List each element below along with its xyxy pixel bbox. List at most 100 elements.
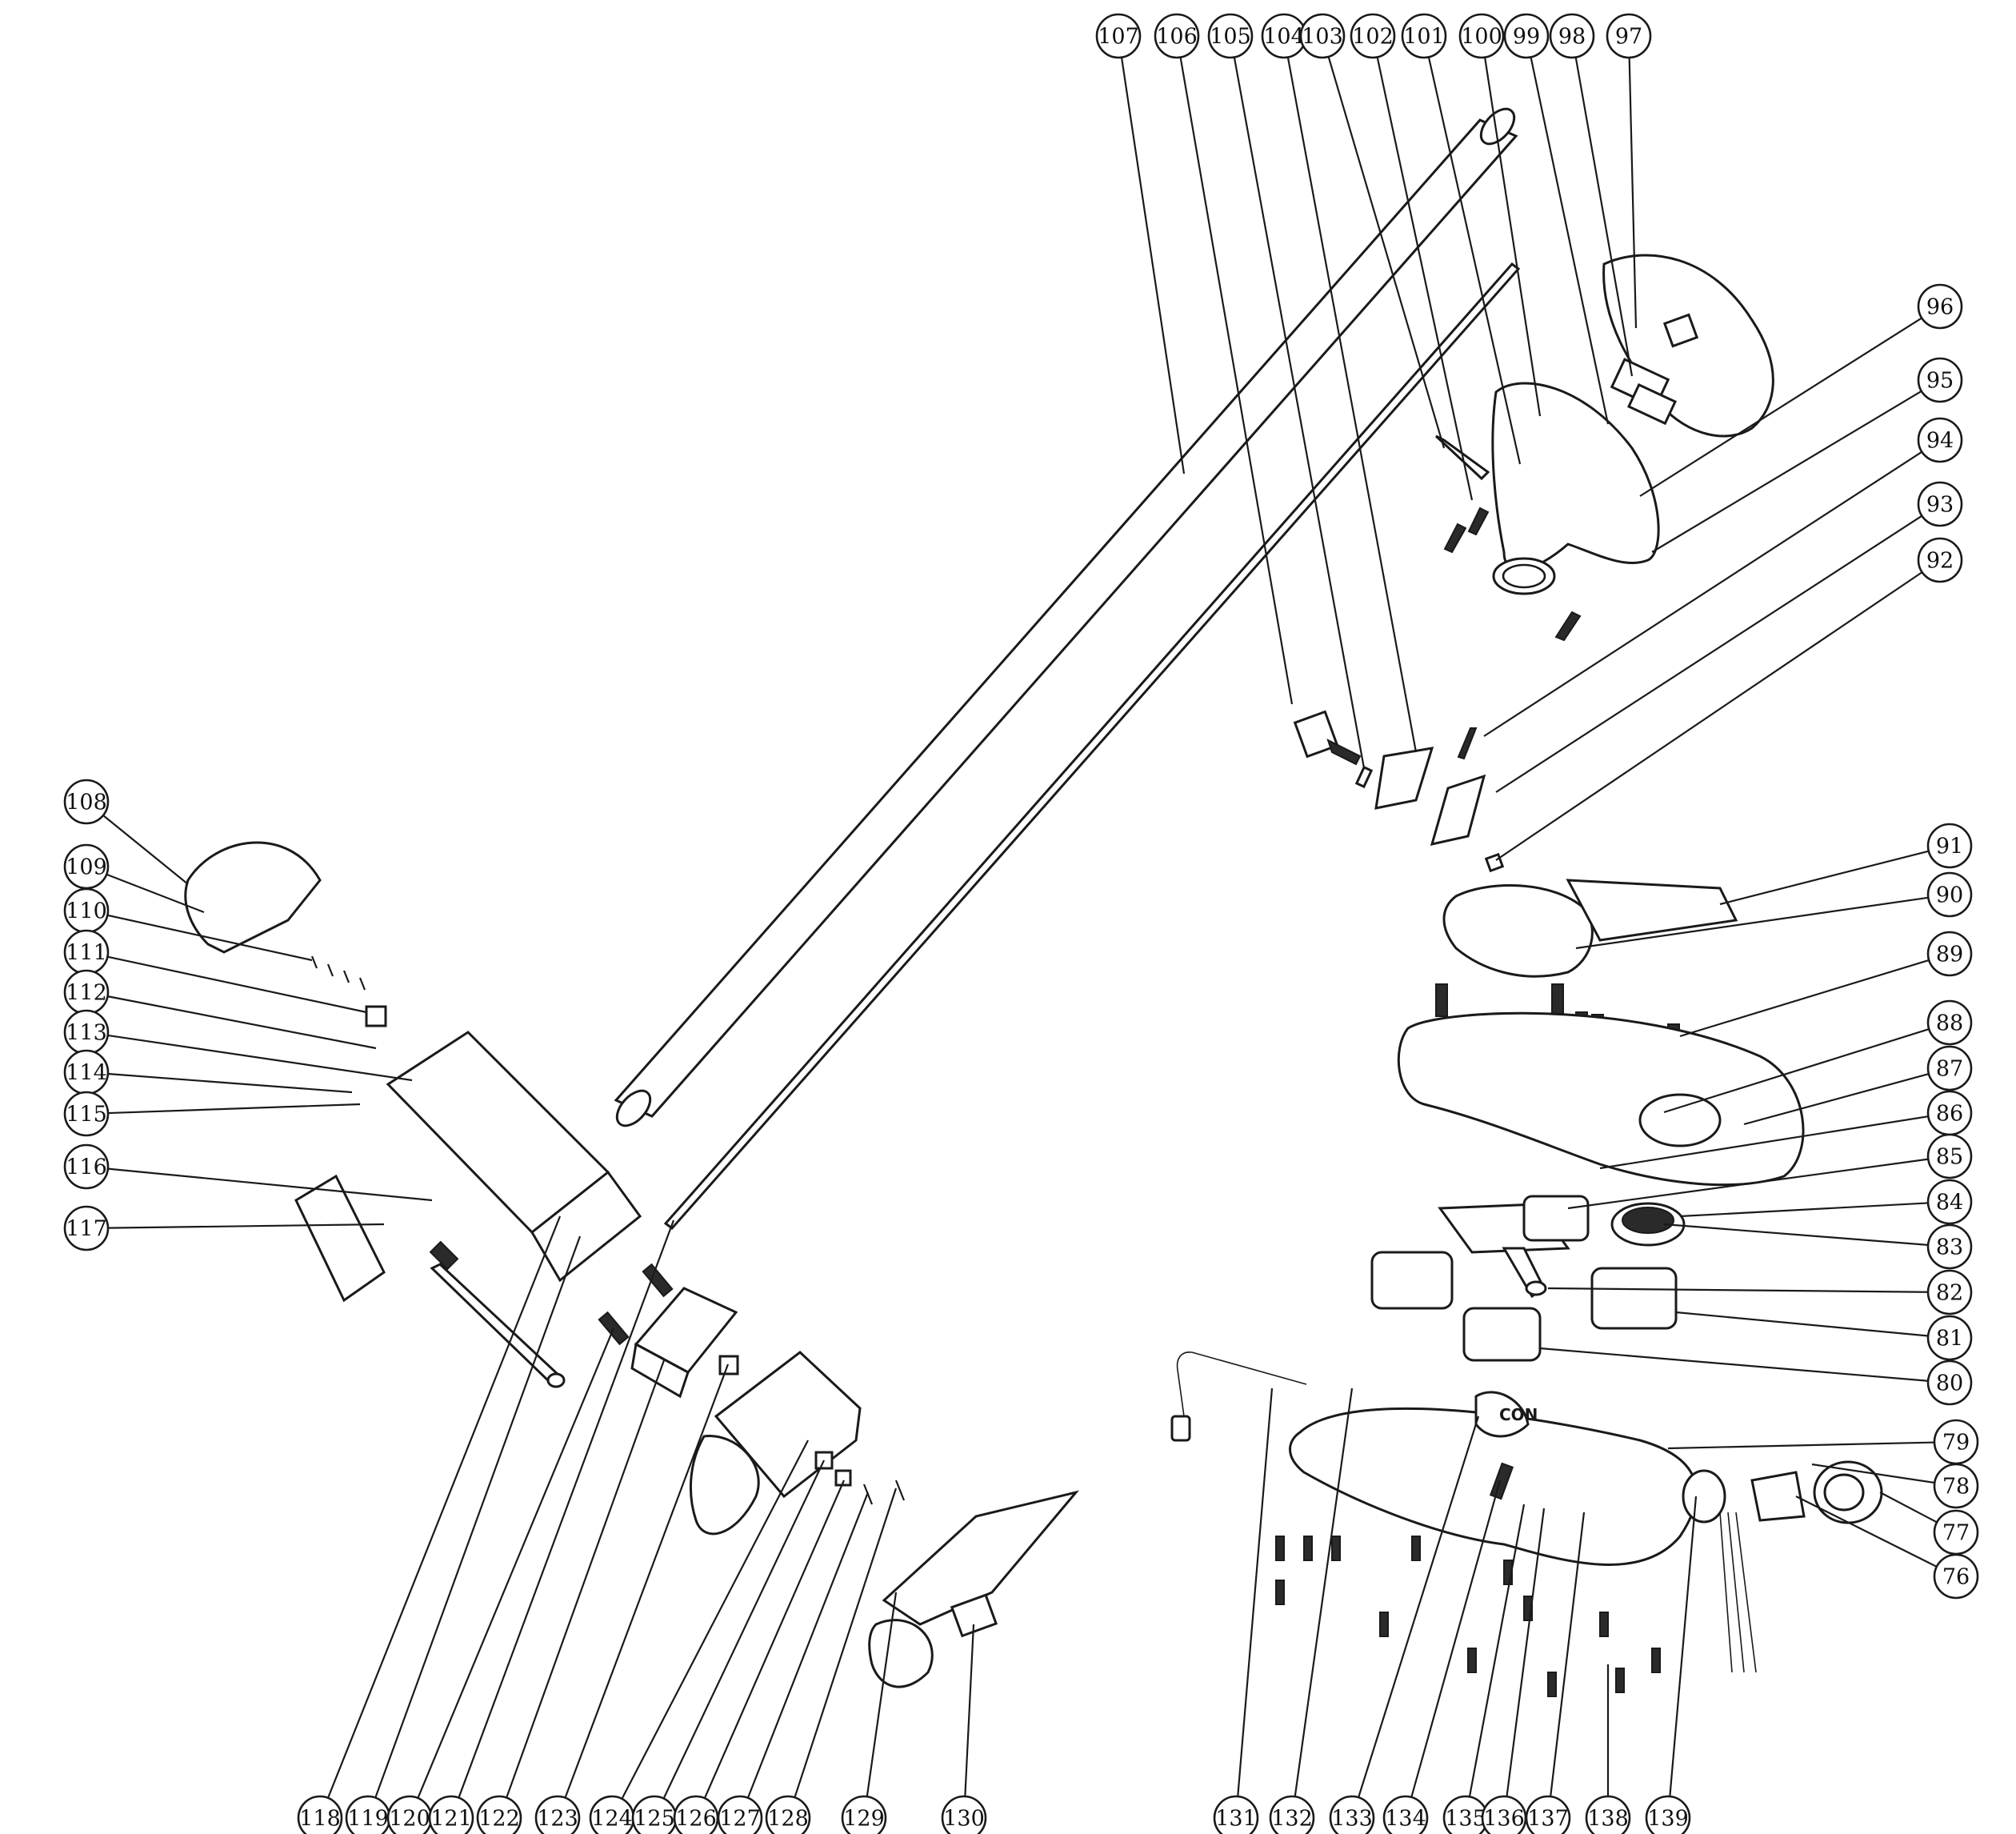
callout-circle-76 — [1933, 1553, 1979, 1600]
callout-124: 124 — [589, 1795, 635, 1834]
callout-label-103: 103 — [1302, 25, 1343, 50]
leader-line-131 — [1237, 1388, 1274, 1797]
part-84-battery-box — [1438, 1195, 1590, 1254]
leader-lines-layer — [102, 56, 1938, 1800]
callout-circle-131 — [1213, 1795, 1259, 1834]
leader-line-118 — [326, 1215, 562, 1799]
callout-circle-134 — [1382, 1795, 1429, 1834]
callout-circle-91 — [1926, 823, 1973, 869]
leader-line-113 — [107, 1034, 413, 1082]
part-81-motor-boxes — [1370, 1251, 1678, 1362]
callout-label-81: 81 — [1936, 1327, 1963, 1351]
part-110-pins — [310, 955, 366, 991]
callout-circle-123 — [534, 1795, 581, 1834]
leader-line-107 — [1120, 57, 1186, 475]
callout-label-134: 134 — [1385, 1807, 1426, 1832]
callout-118: 118 — [297, 1795, 343, 1834]
callout-label-96: 96 — [1926, 295, 1954, 320]
callout-label-106: 106 — [1156, 25, 1198, 50]
part-126-spacer — [834, 1469, 852, 1487]
leader-line-92 — [1495, 571, 1923, 861]
callout-label-129: 129 — [843, 1807, 885, 1832]
callout-circle-85 — [1926, 1133, 1973, 1179]
callout-label-111: 111 — [66, 941, 107, 966]
callout-101: 101 — [1401, 13, 1447, 59]
callout-label-108: 108 — [66, 791, 107, 815]
leader-line-129 — [866, 1592, 898, 1797]
leader-line-137 — [1550, 1512, 1586, 1797]
callout-circle-98 — [1549, 13, 1595, 59]
leader-line-126 — [703, 1480, 846, 1799]
callout-circle-89 — [1926, 931, 1973, 977]
leader-line-105 — [1233, 57, 1366, 769]
part-128-pin — [894, 1480, 906, 1501]
leader-line-83 — [1663, 1223, 1929, 1246]
callout-94: 94 — [1917, 417, 1963, 463]
leader-line-136 — [1506, 1508, 1546, 1797]
callout-label-97: 97 — [1615, 25, 1642, 50]
leader-line-77 — [1879, 1492, 1938, 1524]
callout-label-135: 135 — [1445, 1807, 1486, 1832]
leader-line-89 — [1679, 959, 1930, 1038]
callout-circle-128 — [765, 1795, 811, 1834]
callout-label-127: 127 — [719, 1807, 761, 1832]
callout-circle-87 — [1926, 1045, 1973, 1091]
callout-circle-137 — [1525, 1795, 1571, 1834]
part-122-bracket-block — [630, 1287, 738, 1399]
callout-circle-97 — [1606, 13, 1652, 59]
callout-circle-82 — [1926, 1269, 1973, 1315]
callout-126: 126 — [673, 1795, 719, 1834]
callout-108: 108 — [63, 779, 110, 825]
leader-line-99 — [1530, 57, 1610, 425]
callout-circle-80 — [1926, 1359, 1973, 1406]
part-139-potentiometer — [1682, 1469, 1757, 1673]
callout-circle-102 — [1350, 13, 1396, 59]
callout-circle-107 — [1095, 13, 1142, 59]
leader-line-95 — [1651, 390, 1922, 553]
callout-label-85: 85 — [1936, 1145, 1963, 1170]
part-131-bent-rod — [1170, 1351, 1307, 1442]
part-83-speaker — [1610, 1202, 1686, 1247]
leader-line-97 — [1628, 57, 1638, 329]
callout-104: 104 — [1261, 13, 1307, 59]
callout-105: 105 — [1207, 13, 1254, 59]
leader-line-124 — [621, 1440, 809, 1800]
callout-circle-133 — [1329, 1795, 1375, 1834]
callout-label-109: 109 — [66, 855, 107, 880]
part-107-shaft-tube — [614, 107, 1518, 1127]
part-124-cover-half — [690, 1351, 862, 1536]
callout-label-93: 93 — [1926, 493, 1954, 518]
callout-114: 114 — [63, 1049, 110, 1095]
callout-137: 137 — [1525, 1795, 1571, 1834]
callout-92: 92 — [1917, 537, 1963, 583]
callout-label-136: 136 — [1483, 1807, 1525, 1832]
callout-label-124: 124 — [591, 1807, 633, 1832]
leader-line-127 — [746, 1492, 870, 1799]
callout-113: 113 — [63, 1009, 110, 1055]
callout-label-131: 131 — [1215, 1807, 1257, 1832]
callout-circle-78 — [1933, 1463, 1979, 1509]
leader-line-123 — [564, 1363, 730, 1799]
callout-76: 76 — [1933, 1553, 1979, 1600]
callout-label-83: 83 — [1936, 1235, 1963, 1260]
callout-77: 77 — [1933, 1509, 1979, 1556]
leader-line-86 — [1599, 1115, 1929, 1170]
callout-86: 86 — [1926, 1090, 1973, 1136]
callout-circle-99 — [1503, 13, 1550, 59]
callout-88: 88 — [1926, 999, 1973, 1046]
leader-line-84 — [1679, 1202, 1929, 1218]
callout-102: 102 — [1350, 13, 1396, 59]
leader-line-112 — [107, 995, 377, 1050]
callout-117: 117 — [63, 1205, 110, 1251]
callout-circle-84 — [1926, 1179, 1973, 1225]
callout-133: 133 — [1329, 1795, 1375, 1834]
part-82-connector — [1502, 1247, 1547, 1299]
leader-line-119 — [374, 1235, 582, 1799]
callout-circle-118 — [297, 1795, 343, 1834]
callout-136: 136 — [1481, 1795, 1527, 1834]
callout-circle-121 — [428, 1795, 474, 1834]
callout-109: 109 — [63, 843, 110, 890]
callout-circle-122 — [476, 1795, 522, 1834]
leader-line-81 — [1675, 1311, 1929, 1337]
